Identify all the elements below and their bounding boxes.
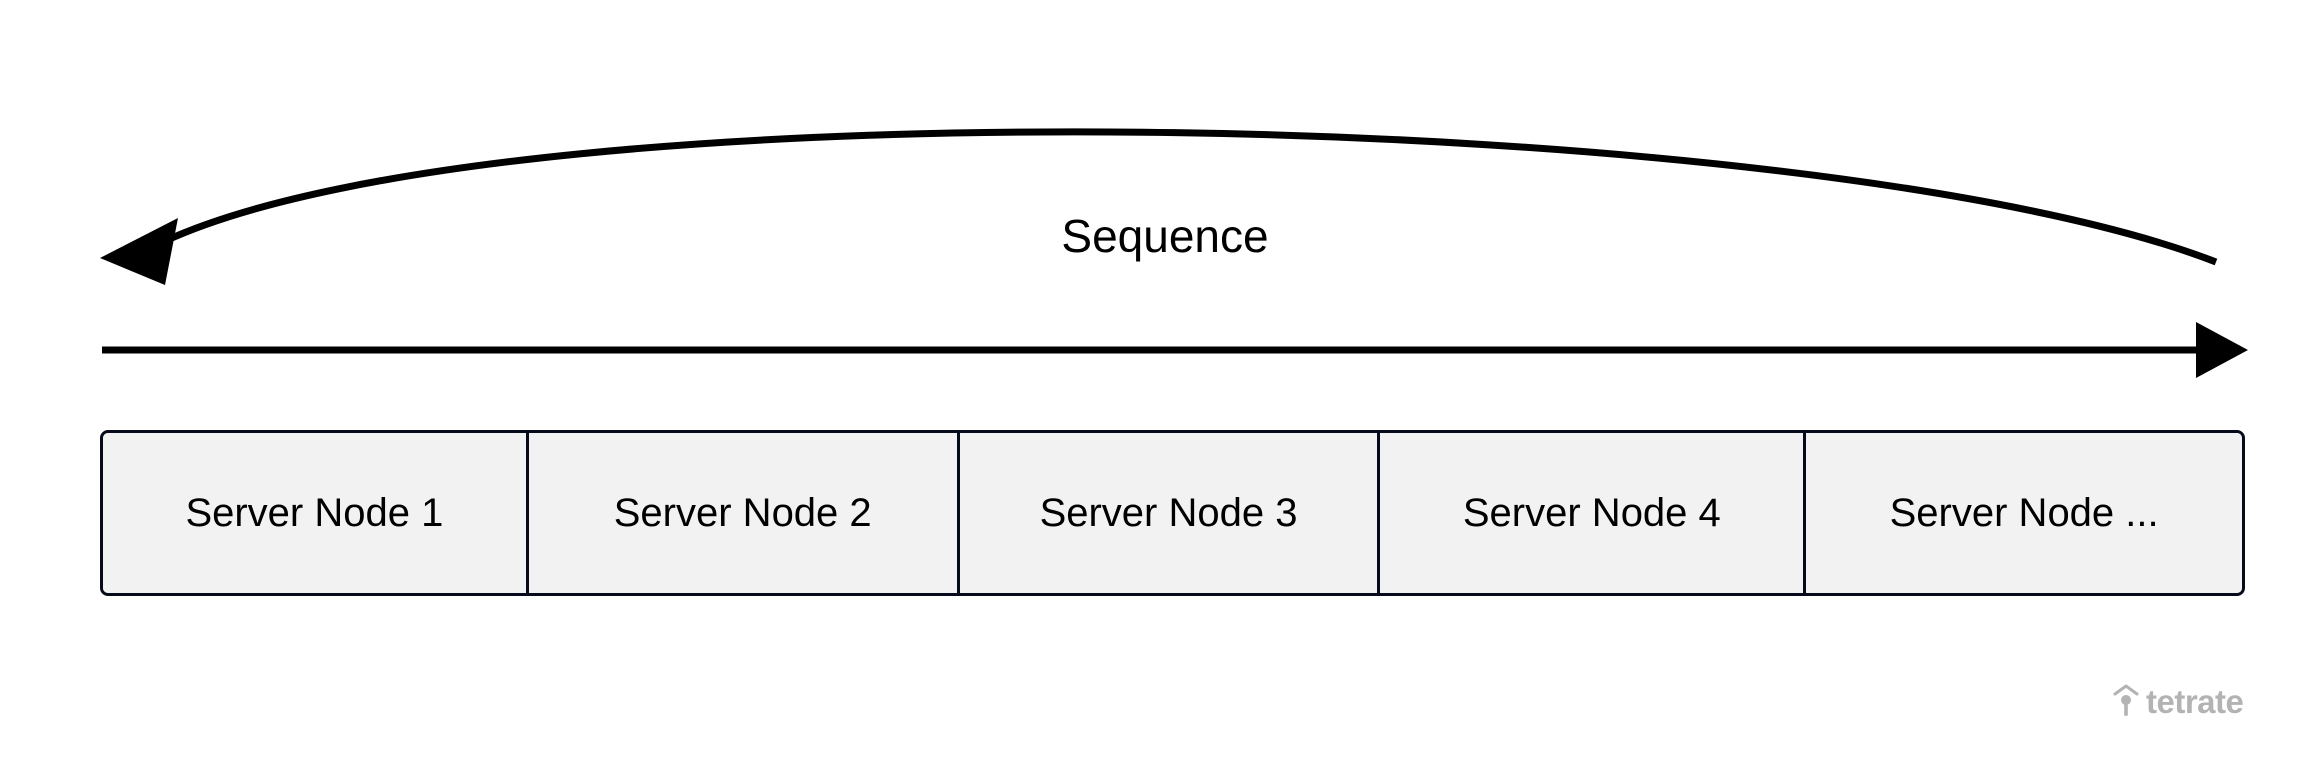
straight-sequence-arrow [102, 322, 2248, 378]
server-node-label: Server Node 1 [185, 490, 444, 535]
server-node-cell[interactable]: Server Node 1 [103, 433, 526, 593]
tetrate-pin-icon [2113, 684, 2139, 716]
tetrate-logo: tetrate [2113, 682, 2244, 720]
tetrate-wordmark: tetrate [2146, 682, 2244, 720]
server-node-cell[interactable]: Server Node 2 [525, 433, 957, 593]
server-node-cell[interactable]: Server Node ... [1803, 433, 2242, 593]
server-node-label: Server Node 3 [1039, 490, 1298, 535]
server-node-cell[interactable]: Server Node 4 [1377, 433, 1804, 593]
server-node-label: Server Node ... [1889, 490, 2159, 535]
server-node-label: Server Node 2 [613, 490, 872, 535]
server-node-strip: Server Node 1 Server Node 2 Server Node … [100, 430, 2245, 596]
sequence-label: Sequence [1061, 210, 1269, 262]
server-node-label: Server Node 4 [1462, 490, 1721, 535]
curved-sequence-arrow [100, 128, 2218, 285]
server-node-cell[interactable]: Server Node 3 [956, 433, 1378, 593]
